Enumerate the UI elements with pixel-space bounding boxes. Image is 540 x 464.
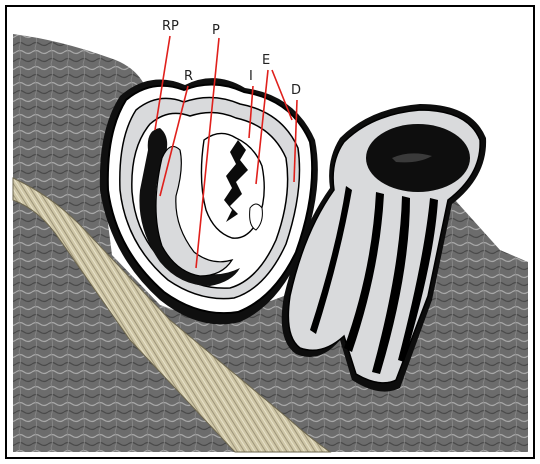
label-i: I [249, 69, 253, 84]
label-p: P [212, 23, 220, 38]
label-rp: RP [162, 19, 179, 34]
label-e: E [262, 53, 270, 68]
label-d: D [291, 83, 301, 98]
label-r: R [184, 69, 193, 84]
